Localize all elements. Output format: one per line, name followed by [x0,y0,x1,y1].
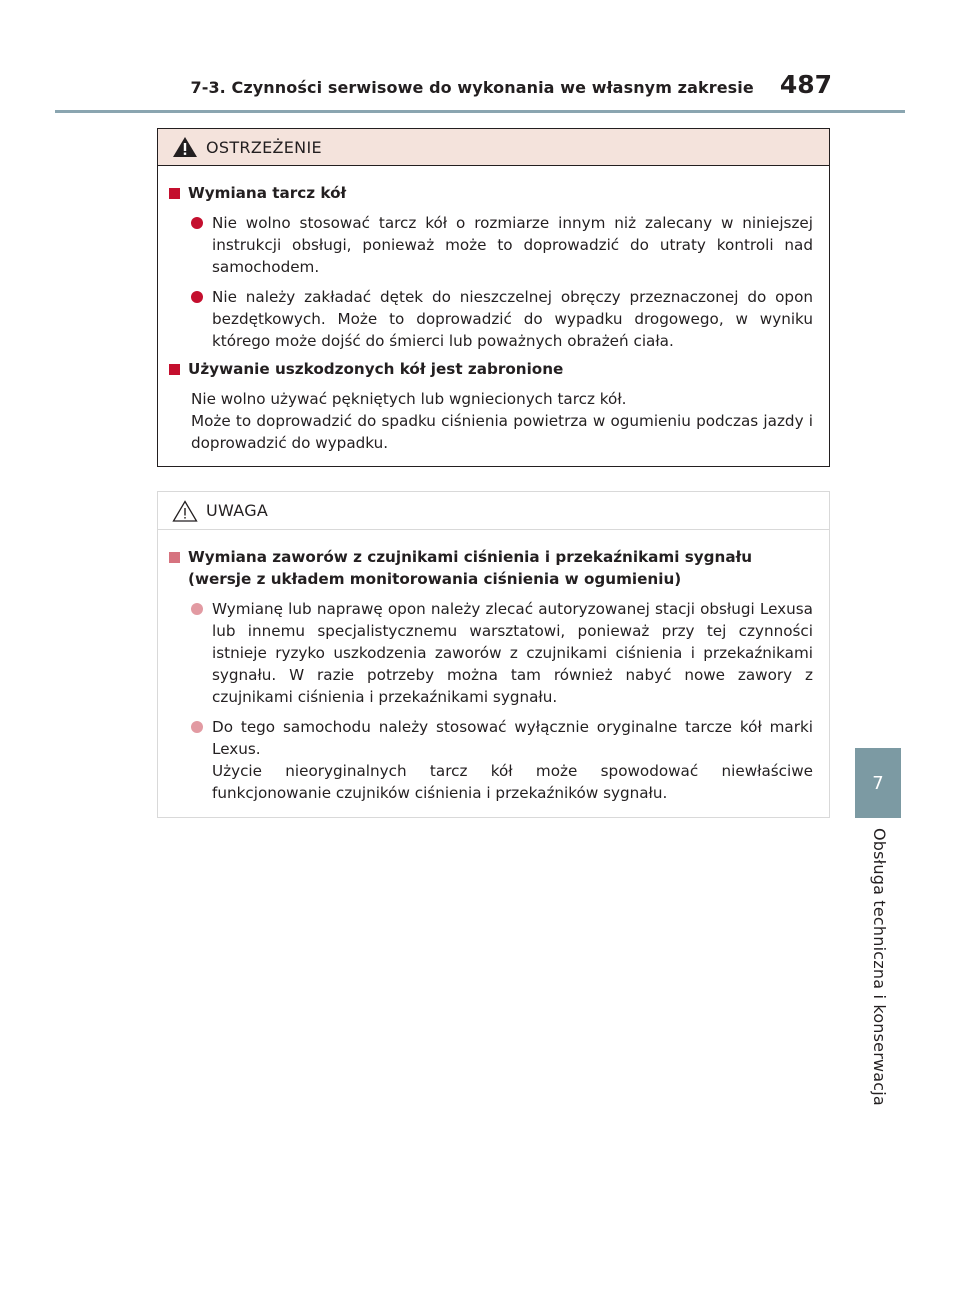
notice-body: Wymiana zaworów z czujnikami ciśnienia i… [158,530,829,804]
square-bullet-icon [169,188,180,199]
list-item: Nie należy zakładać dętek do nieszczelne… [166,286,813,352]
warning-title: OSTRZEŻENIE [206,137,322,157]
page-number: 487 [779,70,832,99]
list-item-line: Do tego samochodu należy stosować wyłącz… [212,718,813,758]
notice-heading-1: Wymiana zaworów z czujnikami ciśnienia i… [166,546,813,590]
list-item-text: Nie wolno stosować tarcz kół o rozmiarze… [212,214,813,276]
list-item: Nie wolno stosować tarcz kół o rozmiarze… [166,212,813,278]
list-item: Wymianę lub naprawę opon należy zlecać a… [166,598,813,708]
section-title: 7-3. Czynności serwisowe do wykonania we… [190,78,754,97]
warning-header: OSTRZEŻENIE [158,129,829,166]
circle-bullet-icon [191,291,203,303]
warning-triangle-icon [173,137,197,157]
notice-box: UWAGA Wymiana zaworów z czujnikami ciśni… [157,491,830,818]
paragraph-line: Nie wolno używać pękniętych lub wgniecio… [191,390,627,408]
warning-heading-2: Używanie uszkodzonych kół jest zabronion… [166,358,813,380]
chapter-number: 7 [872,772,884,794]
list-item-text: Nie należy zakładać dętek do nieszczelne… [212,288,813,350]
warning-paragraph: Nie wolno używać pękniętych lub wgniecio… [166,388,813,454]
caution-triangle-icon [172,499,198,522]
square-bullet-icon [169,552,180,563]
header-divider [55,110,905,113]
warning-box: OSTRZEŻENIE Wymiana tarcz kół Nie wolno … [157,128,830,467]
chapter-label: Obsługa techniczna i konserwacja [870,828,889,1106]
heading-text: Wymiana tarcz kół [188,184,347,202]
circle-bullet-icon [191,721,203,733]
list-item-text: Do tego samochodu należy stosować wyłącz… [212,716,813,804]
list-item-text: Wymianę lub naprawę opon należy zlecać a… [212,600,813,706]
list-item: Do tego samochodu należy stosować wyłącz… [166,716,813,804]
circle-bullet-icon [191,217,203,229]
page-header: 7-3. Czynności serwisowe do wykonania we… [0,70,832,99]
paragraph-line: Może to doprowadzić do spadku ciśnienia … [191,412,813,452]
square-bullet-icon [169,364,180,375]
notice-header: UWAGA [158,492,829,530]
warning-body: Wymiana tarcz kół Nie wolno stosować tar… [158,166,829,454]
heading-text: Wymiana zaworów z czujnikami ciśnienia i… [188,548,753,588]
notice-title: UWAGA [206,501,269,520]
warning-heading-1: Wymiana tarcz kół [166,182,813,204]
chapter-tab: 7 [855,748,901,818]
list-item-line: Użycie nieoryginalnych tarcz kół może sp… [212,762,813,802]
circle-bullet-icon [191,603,203,615]
heading-text: Używanie uszkodzonych kół jest zabronion… [188,360,564,378]
